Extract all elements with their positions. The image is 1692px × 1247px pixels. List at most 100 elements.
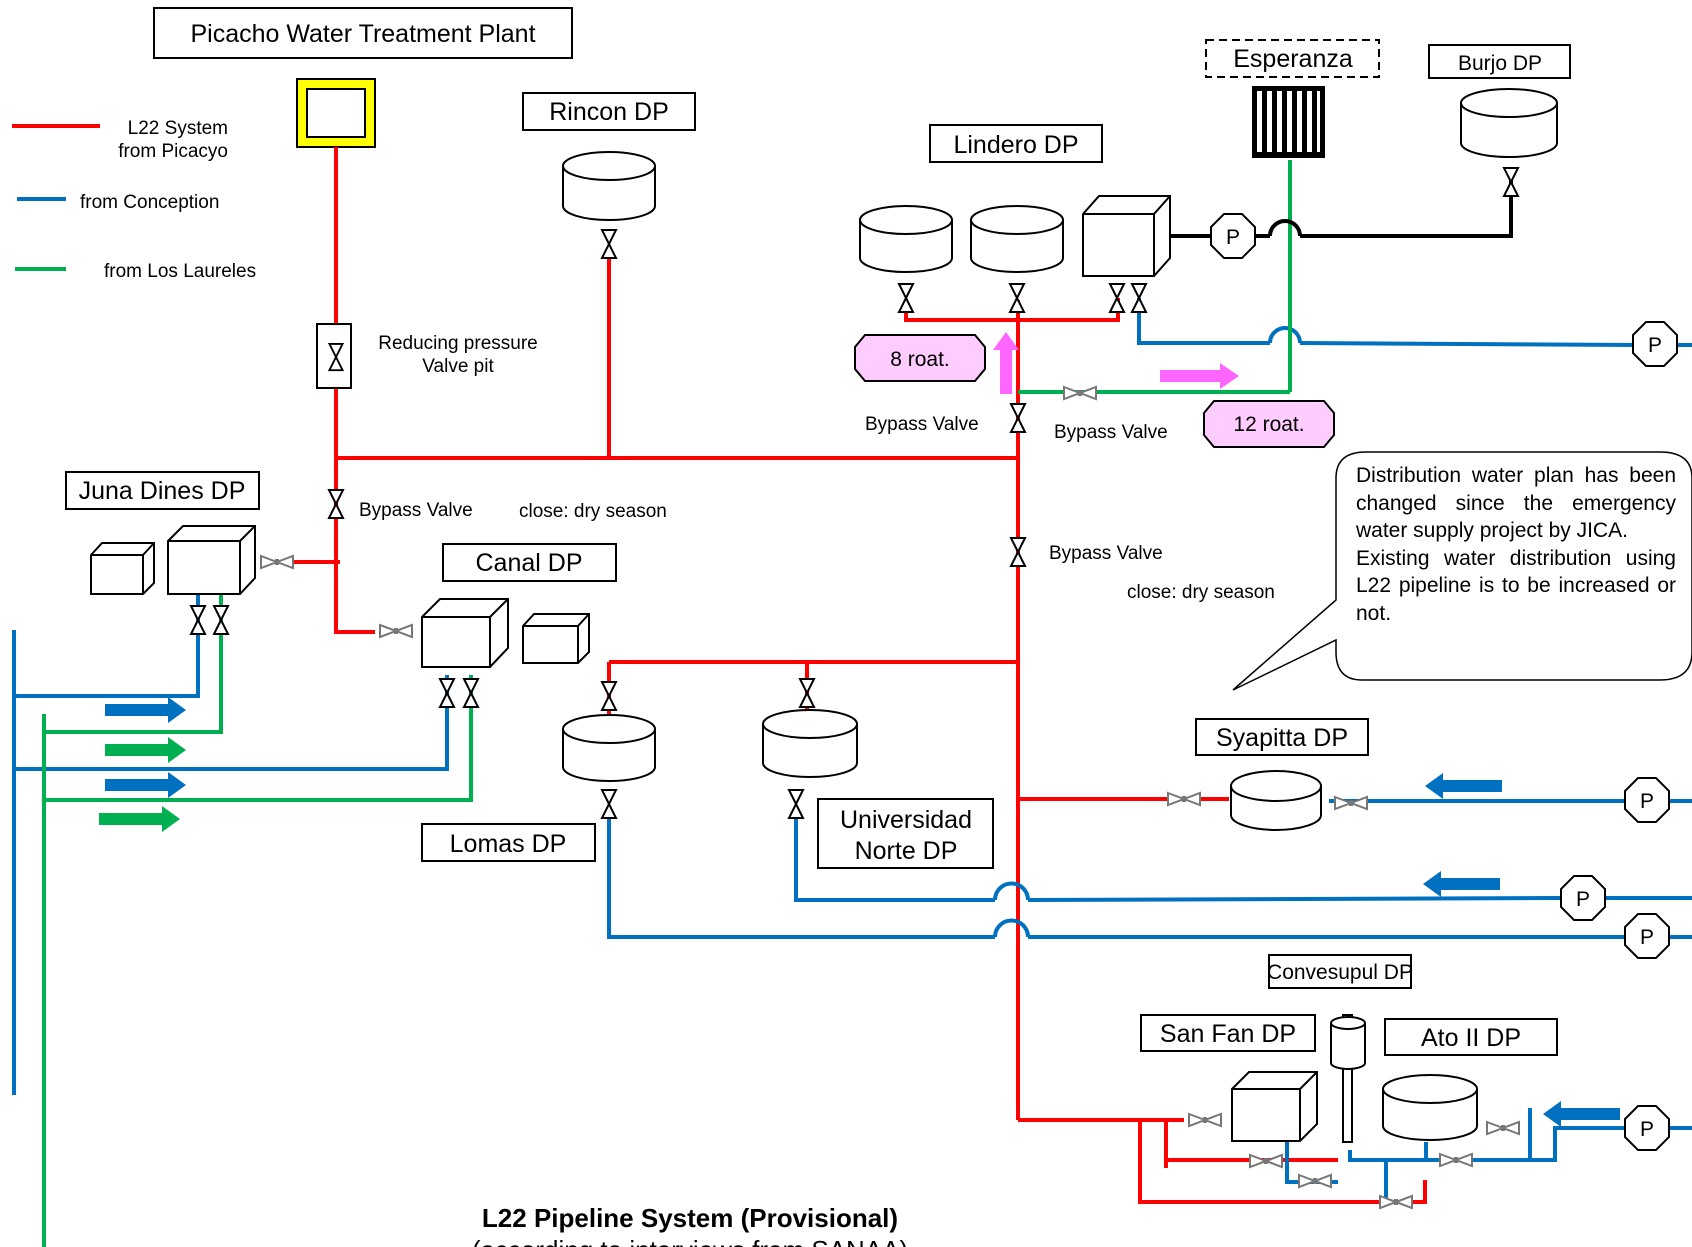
roat-8-text: 8 roat. <box>890 348 950 371</box>
valve-canal-h <box>379 624 413 638</box>
valve-s3 <box>1379 1195 1413 1209</box>
valve-lindero-2 <box>1009 283 1025 313</box>
reducing-valve-pit <box>316 323 352 389</box>
plant-title-box: Picacho Water Treatment Plant <box>153 7 573 59</box>
valve-lomas-top <box>601 681 617 711</box>
legend: L22 System from Picacyo from Conception … <box>12 118 256 282</box>
valve-lindero-3 <box>1109 283 1125 313</box>
lindero-tank-1 <box>859 205 953 273</box>
arrow-blue-1 <box>105 697 186 723</box>
rincon-label-box <box>522 92 696 131</box>
pump-ato: P <box>1624 1105 1670 1151</box>
l22-red-pipes <box>282 147 1427 1204</box>
convesupul-tower <box>1330 1014 1366 1143</box>
valve-bypass-trunk <box>1010 537 1026 567</box>
syapitta-label-box <box>1195 718 1369 756</box>
svg-text:P: P <box>1226 226 1240 249</box>
syapitta-label: Syapitta DP <box>1216 724 1348 752</box>
caption-title: L22 Pipeline System (Provisional) <box>482 1203 898 1233</box>
juna-dines-pump-house <box>167 525 256 595</box>
bypass-label-lindero-right: Bypass Valve <box>1054 422 1168 443</box>
arrow-green-2 <box>99 806 180 832</box>
universidad-label-box <box>817 798 994 869</box>
valve-lindero-4 <box>1131 283 1147 313</box>
valve-burjo <box>1503 167 1519 197</box>
valve-bypass-lindero <box>1010 403 1026 433</box>
pumps: P P P P P P <box>1210 213 1678 1151</box>
svg-text:P: P <box>1576 888 1590 911</box>
universidad-label-line2: Norte DP <box>855 837 958 865</box>
svg-text:P: P <box>1640 790 1654 813</box>
valve-canal-2 <box>463 678 479 708</box>
universidad-label-line1: Universidad <box>840 806 972 834</box>
arrow-blue-syapitta <box>1425 773 1502 799</box>
arrow-pink-up <box>993 332 1019 394</box>
close-dry-season-2: close: dry season <box>1127 582 1275 603</box>
ato-tank <box>1382 1074 1478 1141</box>
esperanza-well-icon <box>1252 86 1325 158</box>
lindero-label-box <box>929 124 1103 163</box>
svg-text:P: P <box>1640 1118 1654 1141</box>
pump-syapitta: P <box>1624 777 1670 823</box>
valve-bypass-green <box>1063 386 1097 400</box>
valve-s4 <box>1439 1153 1473 1167</box>
valve-universidad-top <box>799 678 815 708</box>
bypass-label-main: Bypass Valve <box>359 500 473 521</box>
close-dry-season-1: close: dry season <box>519 501 667 522</box>
reducing-label-line2: Valve pit <box>422 356 494 377</box>
canal-box-small <box>522 613 590 664</box>
valve-s2 <box>1298 1174 1332 1188</box>
treatment-plant-icon <box>296 78 376 148</box>
caption-subtitle: (according to interviews from SANAA) <box>472 1235 908 1247</box>
laureles-green-pipes <box>42 160 1292 1247</box>
syapitta-tank <box>1230 770 1322 831</box>
pump-east-1: P <box>1632 321 1678 367</box>
legend-l22-line1: L22 System <box>128 118 228 139</box>
arrow-blue-ato <box>1543 1101 1620 1127</box>
convesupul-label: Convesupul DP <box>1267 961 1413 984</box>
ato-label-box <box>1384 1018 1558 1056</box>
callout-bubble <box>1232 451 1692 691</box>
lindero-tank-2 <box>970 205 1064 273</box>
bypass-label-lindero-left: Bypass Valve <box>865 414 979 435</box>
arrow-blue-2 <box>105 772 186 798</box>
roat-8-badge: 8 roat. <box>854 334 986 382</box>
san-fan-pump-house <box>1231 1071 1318 1142</box>
esperanza-label-box <box>1205 39 1380 78</box>
juna-dines-label: Juna Dines DP <box>79 477 246 505</box>
plant-title: Picacho Water Treatment Plant <box>190 20 535 48</box>
valve-universidad-bottom <box>788 789 804 819</box>
valve-syapitta-out <box>1334 796 1368 810</box>
arrow-green-1 <box>105 737 186 763</box>
burjo-label-box <box>1428 44 1571 79</box>
conception-blue-pipes <box>12 298 1692 1202</box>
pump-lomas: P <box>1624 913 1670 959</box>
callout-para-2: Existing water distribution using L22 pi… <box>1356 546 1676 625</box>
lomas-label: Lomas DP <box>450 830 567 858</box>
san-fan-label: San Fan DP <box>1160 1020 1296 1048</box>
valve-juna-1 <box>190 605 206 635</box>
bypass-label-trunk: Bypass Valve <box>1049 543 1163 564</box>
valve-lindero-1 <box>898 283 914 313</box>
valve-lomas-bottom <box>601 789 617 819</box>
valve-rincon <box>601 229 617 259</box>
ato-label: Ato II DP <box>1421 1024 1521 1052</box>
lomas-tank <box>562 714 656 782</box>
callout-text: Distribution water plan has been changed… <box>1356 462 1676 627</box>
esperanza-label: Esperanza <box>1233 45 1353 73</box>
canal-pump-house <box>421 598 509 668</box>
pump-universidad: P <box>1560 875 1606 921</box>
valve-syapitta-in <box>1167 792 1201 806</box>
rincon-tank <box>562 151 656 221</box>
reducing-label-line1: Reducing pressure <box>378 333 537 354</box>
lindero-pump-house <box>1082 195 1171 277</box>
callout-para-1: Distribution water plan has been changed… <box>1356 464 1676 542</box>
san-fan-label-box <box>1140 1014 1316 1052</box>
valve-san-fan-in <box>1188 1113 1222 1127</box>
burjo-tank <box>1460 88 1558 158</box>
juna-dines-box-small <box>90 542 155 595</box>
lindero-label: Lindero DP <box>953 131 1078 159</box>
pump-lindero: P <box>1210 213 1256 259</box>
universidad-tank <box>762 709 858 778</box>
convesupul-label-box <box>1268 954 1412 989</box>
